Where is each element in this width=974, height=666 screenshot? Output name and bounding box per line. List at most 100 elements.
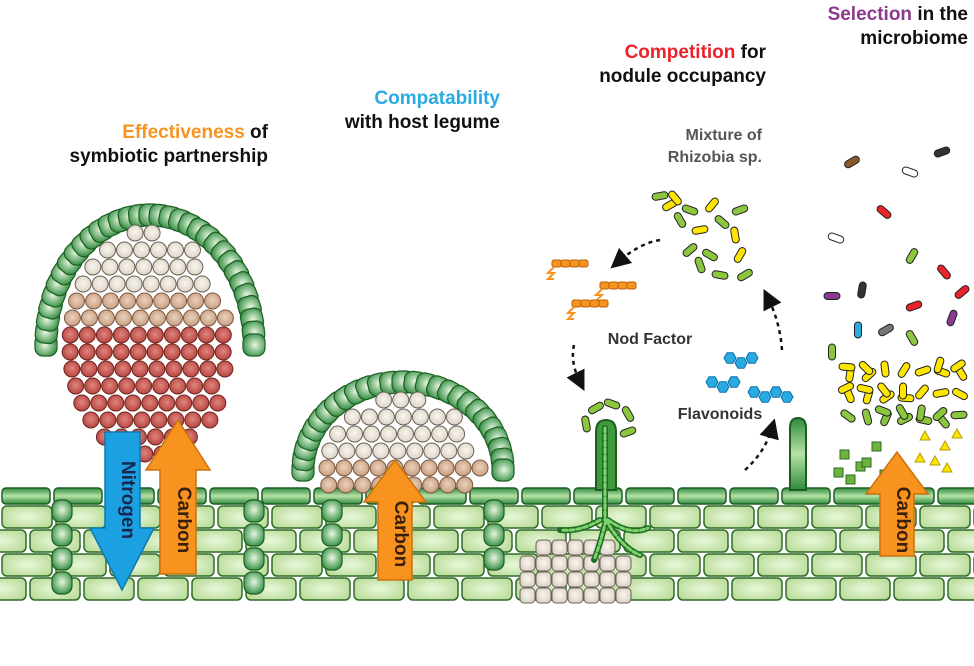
cortex-cell bbox=[677, 577, 729, 601]
nodule-cell bbox=[186, 377, 204, 395]
nodule-cell bbox=[143, 224, 161, 242]
epidermis-cell bbox=[261, 487, 311, 505]
nod-factor-molecule bbox=[599, 281, 610, 290]
flavonoid-molecule bbox=[758, 391, 772, 403]
nodule-base-cell bbox=[483, 523, 505, 547]
signal-particle bbox=[871, 441, 882, 452]
nodule-cell bbox=[101, 377, 119, 395]
nodule-cell bbox=[82, 411, 100, 429]
bacterium bbox=[877, 382, 891, 398]
nodule-cell bbox=[380, 425, 398, 443]
nodule-cell bbox=[133, 241, 151, 259]
heading-selection-rest: in the bbox=[912, 4, 968, 25]
dividing-cell bbox=[583, 587, 600, 604]
bacterium bbox=[702, 248, 718, 262]
epidermis-cell bbox=[937, 487, 974, 505]
nod-factor-molecule bbox=[617, 281, 628, 290]
root-hair bbox=[789, 416, 807, 491]
bacterium bbox=[588, 401, 604, 415]
bacterium bbox=[897, 362, 911, 378]
cortex-cell bbox=[271, 553, 323, 577]
nodule-cell bbox=[192, 394, 210, 412]
bacterium bbox=[858, 360, 874, 376]
bacterium bbox=[682, 243, 698, 257]
nodule-cell bbox=[197, 326, 215, 344]
carbon-arrow-large-nodule: Carbon bbox=[144, 418, 212, 575]
nodule-cell bbox=[131, 309, 149, 327]
epidermis-cell bbox=[625, 487, 675, 505]
nodule-cell bbox=[136, 292, 154, 310]
dividing-cell bbox=[615, 555, 632, 572]
cortex-cell bbox=[757, 505, 809, 529]
cortex-cell bbox=[1, 553, 53, 577]
carbon-label: Carbon bbox=[173, 487, 194, 554]
nodule-cell bbox=[187, 292, 205, 310]
nodule-cell bbox=[148, 360, 166, 378]
nodule-cell bbox=[97, 309, 115, 327]
nodule-cell bbox=[197, 343, 215, 361]
mixture-label-line1: Mixture of bbox=[686, 127, 763, 144]
dividing-cell bbox=[567, 539, 584, 556]
cortex-cell bbox=[433, 553, 485, 577]
nodule-cell bbox=[167, 241, 185, 259]
nodule-cell bbox=[118, 258, 136, 276]
nodule-cell bbox=[329, 425, 347, 443]
flavonoid-molecule bbox=[705, 376, 719, 388]
nodule-base-cell bbox=[243, 547, 265, 571]
bacterium bbox=[878, 323, 894, 337]
cortex-cell bbox=[865, 553, 917, 577]
heading-effectiveness-rest: of bbox=[245, 122, 269, 143]
nodule-cell bbox=[352, 459, 370, 477]
signal-particle bbox=[914, 451, 926, 463]
bacterium bbox=[854, 321, 862, 339]
large-nodule bbox=[34, 203, 266, 463]
nodule-cell bbox=[84, 258, 102, 276]
svg-text:Effectiveness of: Effectiveness of bbox=[122, 122, 268, 143]
small-nodule bbox=[291, 370, 515, 494]
dividing-cell bbox=[615, 587, 632, 604]
nodule-cell bbox=[346, 425, 364, 443]
bacterium bbox=[619, 426, 637, 438]
nodule-cell bbox=[445, 408, 463, 426]
carbon-arrow-small-nodule: Carbon bbox=[362, 458, 428, 581]
carbon-label: Carbon bbox=[892, 487, 913, 554]
nodule-cell bbox=[78, 343, 96, 361]
nod-factor-molecule bbox=[560, 259, 571, 268]
nodule-cell bbox=[420, 459, 438, 477]
nodule-base-cell bbox=[321, 547, 343, 571]
bacterium bbox=[876, 205, 892, 219]
nodule-cell bbox=[457, 442, 475, 460]
nodule-cell bbox=[355, 442, 373, 460]
svg-text:Selection in the: Selection in the bbox=[828, 4, 968, 25]
dividing-cell bbox=[519, 555, 536, 572]
cortex-cell bbox=[919, 553, 971, 577]
nod-factor-molecule bbox=[608, 281, 619, 290]
nodule-cell bbox=[372, 442, 390, 460]
nodule-cell bbox=[377, 408, 395, 426]
nodule-cell bbox=[80, 309, 98, 327]
nodule-base-cell bbox=[321, 523, 343, 547]
nodule-cell bbox=[360, 408, 378, 426]
bacterium bbox=[621, 406, 635, 422]
cycle-arrow bbox=[763, 289, 784, 351]
nodule-cell bbox=[90, 394, 108, 412]
nodule-cell bbox=[163, 326, 181, 344]
flavonoid-molecule bbox=[747, 386, 761, 398]
bacterium bbox=[901, 166, 919, 178]
dividing-cell bbox=[535, 587, 552, 604]
flavonoid-molecule bbox=[727, 376, 741, 388]
cortex-cell bbox=[893, 577, 945, 601]
nod-factor-molecule bbox=[626, 281, 637, 290]
dividing-cell bbox=[551, 571, 568, 588]
nodule-cell bbox=[354, 476, 372, 494]
dividing-cell bbox=[567, 555, 584, 572]
nodule-cell bbox=[428, 408, 446, 426]
bacterium bbox=[733, 247, 747, 263]
bacterium bbox=[905, 330, 919, 346]
nodule-cell bbox=[141, 394, 159, 412]
nodule-cell bbox=[107, 394, 125, 412]
flavonoid-molecule bbox=[745, 352, 759, 364]
dividing-cell bbox=[599, 555, 616, 572]
nodule-cell bbox=[422, 476, 440, 494]
